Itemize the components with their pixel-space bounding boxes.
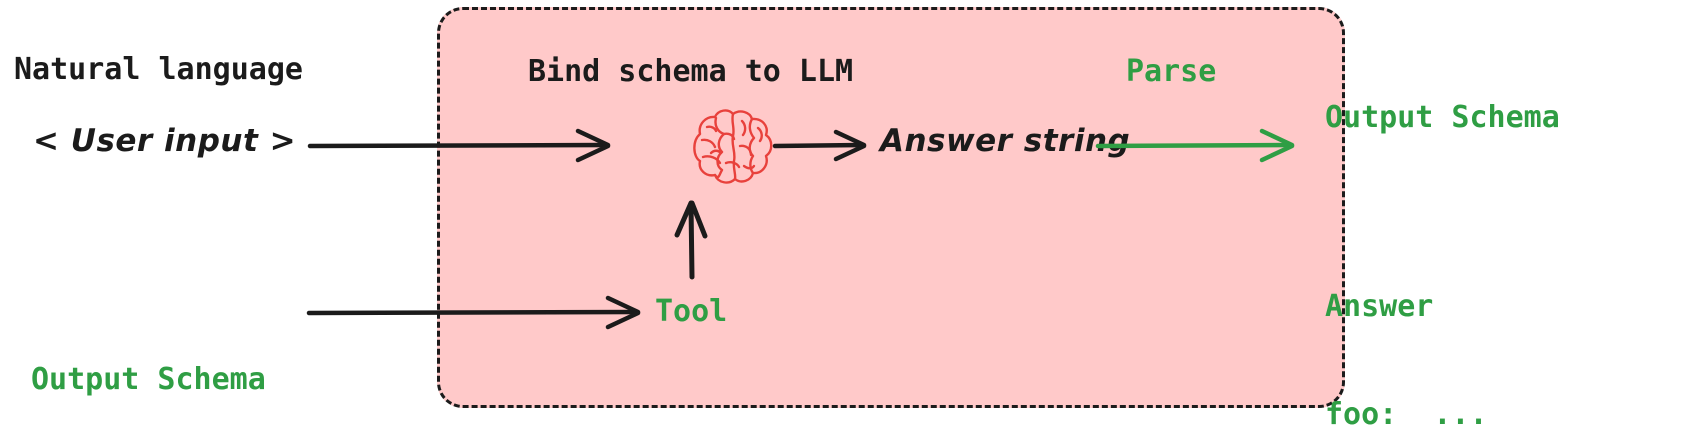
schema-spacer <box>1325 208 1560 217</box>
output-schema-block: Output Schema Answer foo: ... bar: ... <box>1325 28 1560 443</box>
input-schema-title: Output Schema <box>31 362 266 397</box>
answer-string-text: Answer string <box>880 123 1131 159</box>
bind-schema-title: Bind schema to LLM <box>528 54 854 89</box>
parse-label: Parse <box>1126 54 1217 89</box>
output-schema-field-foo: foo: ... <box>1325 397 1488 432</box>
output-schema-answer-label: Answer <box>1325 289 1434 324</box>
llm-panel <box>437 7 1345 408</box>
tool-label: Tool <box>655 294 728 329</box>
output-schema-title: Output Schema <box>1325 100 1560 135</box>
input-schema-block: Output Schema foo: ... bar: ... <box>31 290 266 443</box>
natural-language-label: Natural language <box>14 52 303 87</box>
user-input-text: < User input > <box>33 123 297 159</box>
